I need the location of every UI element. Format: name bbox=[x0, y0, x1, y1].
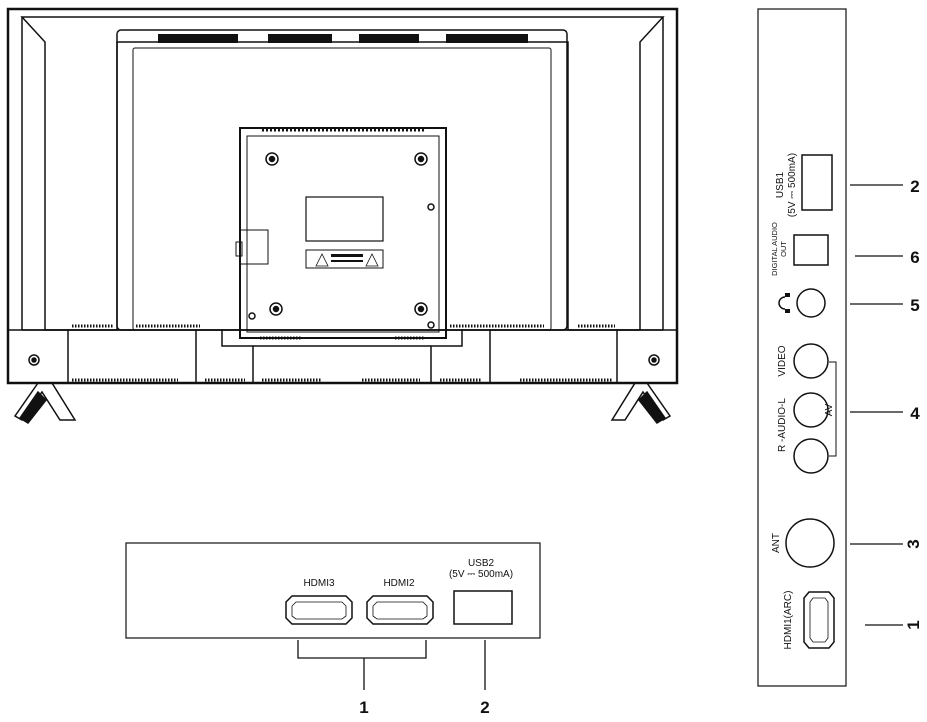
left-foot bbox=[13, 382, 77, 424]
callout-5-side: 5 bbox=[910, 296, 919, 315]
bottom-panel-outline bbox=[125, 542, 541, 639]
bottom-band bbox=[7, 329, 678, 384]
av-label: AV bbox=[824, 403, 835, 416]
side-leaders bbox=[850, 184, 903, 626]
video-label: VIDEO bbox=[777, 345, 788, 376]
hdmi3-port bbox=[285, 595, 353, 625]
usb1-rating: (5V ⎓ 500mA) bbox=[787, 153, 798, 217]
ant-jack bbox=[785, 518, 835, 568]
audio-label: R -AUDIO-L bbox=[777, 398, 788, 452]
tv-inner-bezel bbox=[20, 16, 665, 331]
rating-label bbox=[305, 196, 384, 242]
ant-label: ANT bbox=[771, 533, 782, 553]
usb2-label: USB2 bbox=[468, 558, 495, 569]
usb2-rating: (5V ⎓ 500mA) bbox=[449, 569, 513, 580]
callout-4-side: 4 bbox=[910, 404, 920, 423]
hdmi1-label: HDMI1(ARC) bbox=[783, 591, 794, 650]
bottom-vents bbox=[72, 324, 615, 382]
callout-1-side: 1 bbox=[904, 620, 923, 629]
optical-port bbox=[793, 234, 829, 266]
optical-label-2: OUT bbox=[779, 241, 788, 257]
headphone-jack bbox=[796, 288, 826, 318]
hdmi3-label: HDMI3 bbox=[303, 578, 335, 589]
av-bracket bbox=[829, 361, 837, 457]
usb1-label: USB1 bbox=[775, 172, 786, 199]
usb2-port bbox=[453, 590, 513, 625]
callout-2-bottom: 2 bbox=[480, 698, 489, 717]
caution-label bbox=[305, 249, 384, 269]
optical-label-1: DIGITAL AUDIO bbox=[770, 222, 779, 276]
callout-1-bottom: 1 bbox=[359, 698, 368, 717]
audio-l-jack bbox=[793, 438, 829, 474]
hdmi1-port bbox=[803, 591, 835, 649]
callout-6-side: 6 bbox=[910, 248, 919, 267]
side-connector-panel: USB1 (5V ⎓ 500mA) DIGITAL AUDIO OUT VIDE… bbox=[757, 8, 923, 687]
tv-rear-housing bbox=[116, 29, 568, 331]
callout-3-side: 3 bbox=[904, 539, 923, 548]
vesa-screws bbox=[248, 152, 435, 329]
hdmi2-label: HDMI2 bbox=[383, 578, 415, 589]
callout-2-side: 2 bbox=[910, 177, 919, 196]
usb1-port bbox=[801, 154, 833, 211]
right-foot bbox=[610, 382, 672, 424]
bottom-leaders bbox=[297, 640, 486, 690]
headphone-icon bbox=[778, 293, 790, 313]
top-vents bbox=[158, 34, 528, 43]
bottom-connector-panel: HDMI3 HDMI2 USB2 (5V ⎓ 500mA) 1 2 bbox=[125, 542, 541, 717]
hdmi2-port bbox=[366, 595, 434, 625]
audio-r-jack bbox=[793, 392, 829, 428]
video-jack bbox=[793, 343, 829, 379]
side-panel-outline bbox=[757, 8, 847, 687]
tv-rear-view bbox=[6, 7, 679, 424]
